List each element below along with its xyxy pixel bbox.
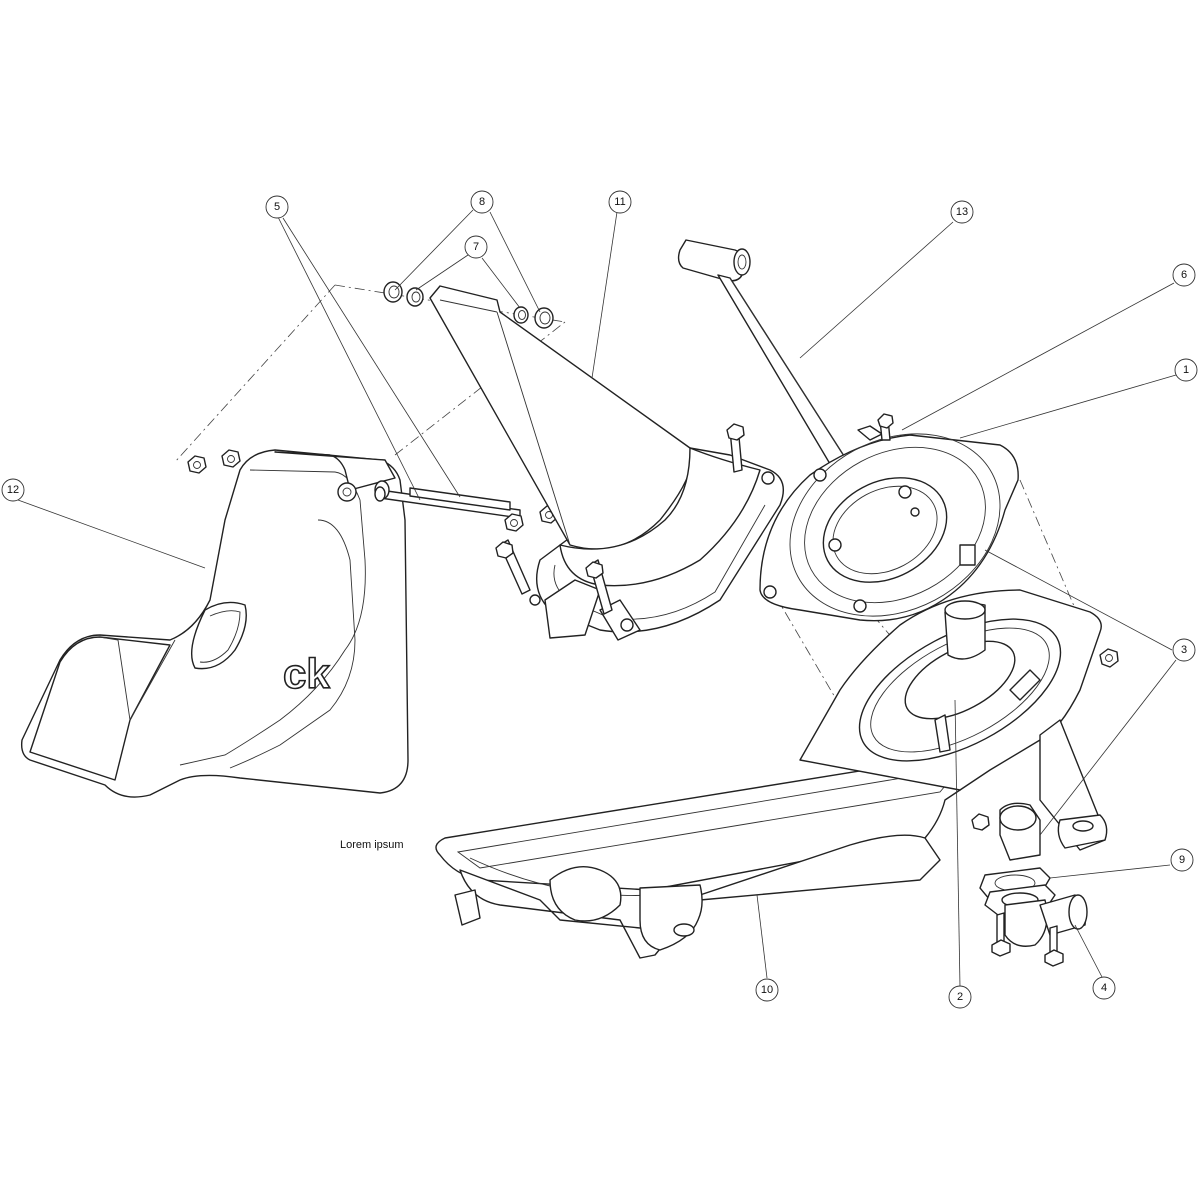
svg-text:5: 5 [274, 201, 280, 213]
flange-part-1 [759, 413, 1019, 622]
callout-12: 12 [1, 478, 25, 502]
callout-1: 1 [1174, 358, 1198, 382]
callout-8: 8 [470, 190, 494, 214]
svg-text:9: 9 [1179, 854, 1185, 866]
elbow-fitting-part-4 [984, 884, 1088, 967]
svg-text:3: 3 [1181, 644, 1187, 656]
callout-7: 7 [464, 235, 488, 259]
svg-text:10: 10 [761, 984, 773, 996]
callout-5: 5 [265, 195, 289, 219]
callout-11: 11 [608, 190, 632, 214]
callout-2: 2 [948, 985, 972, 1009]
brand-logo: ck [283, 650, 330, 697]
callout-4: 4 [1092, 976, 1116, 1000]
callout-bubbles: 12 5 8 7 11 13 6 1 3 9 4 10 2 [1, 190, 1198, 1009]
svg-text:1: 1 [1183, 364, 1189, 376]
nuts-and-washers [187, 281, 1119, 668]
svg-text:6: 6 [1181, 269, 1187, 281]
svg-text:12: 12 [7, 484, 19, 496]
pins-part-5 [374, 480, 521, 519]
callout-13: 13 [950, 200, 974, 224]
svg-text:13: 13 [956, 206, 968, 218]
callout-6: 6 [1172, 263, 1196, 287]
svg-text:2: 2 [957, 991, 963, 1003]
housing-part-11 [429, 285, 784, 641]
svg-text:7: 7 [473, 241, 479, 253]
svg-text:8: 8 [479, 196, 485, 208]
callout-10: 10 [755, 978, 779, 1002]
svg-text:4: 4 [1101, 982, 1107, 994]
caption-text: Lorem ipsum [340, 839, 404, 851]
callout-3: 3 [1172, 638, 1196, 662]
leader-lines [17, 209, 1177, 988]
side-cover-part-12: ck [20, 449, 409, 798]
base-tray-part-10 [435, 589, 1108, 959]
callout-9: 9 [1170, 848, 1194, 872]
svg-text:11: 11 [614, 196, 625, 208]
